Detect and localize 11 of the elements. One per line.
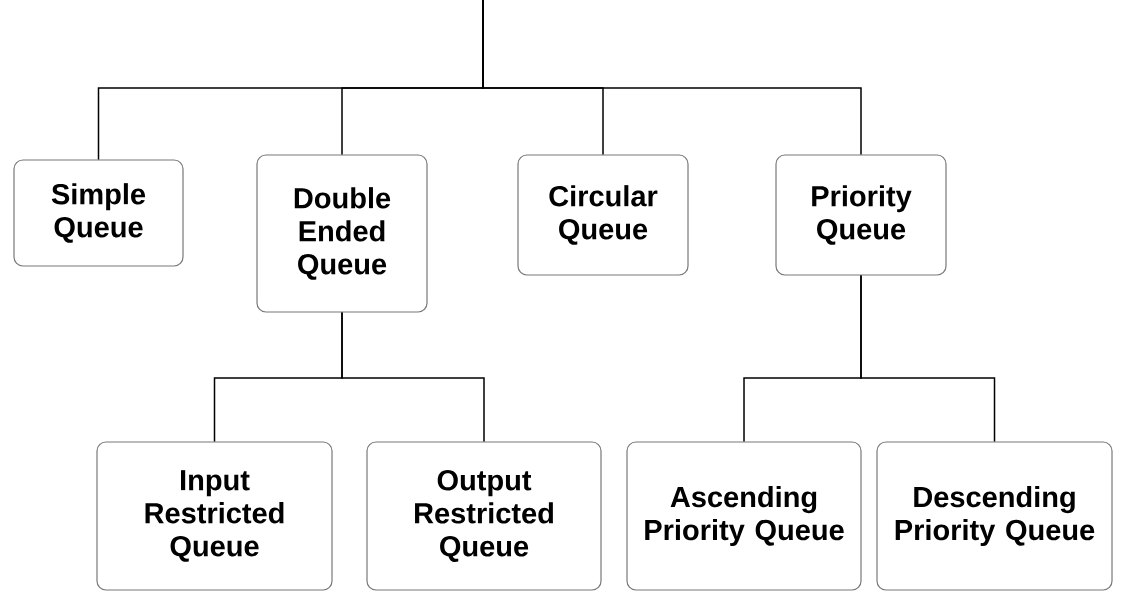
queue-box: Output Restricted Queue bbox=[366, 441, 602, 591]
queue-box: Descending Priority Queue bbox=[876, 441, 1113, 591]
connector-line bbox=[860, 274, 996, 443]
connector-line bbox=[341, 311, 485, 443]
queue-box: Input Restricted Queue bbox=[96, 441, 333, 591]
queue-box: Ascending Priority Queue bbox=[626, 441, 862, 591]
queue-box: Circular Queue bbox=[517, 154, 689, 276]
queue-box: Simple Queue bbox=[13, 159, 184, 267]
queue-box: Double Ended Queue bbox=[256, 154, 428, 313]
connector-line bbox=[482, 0, 862, 156]
queue-box: Priority Queue bbox=[775, 154, 947, 276]
